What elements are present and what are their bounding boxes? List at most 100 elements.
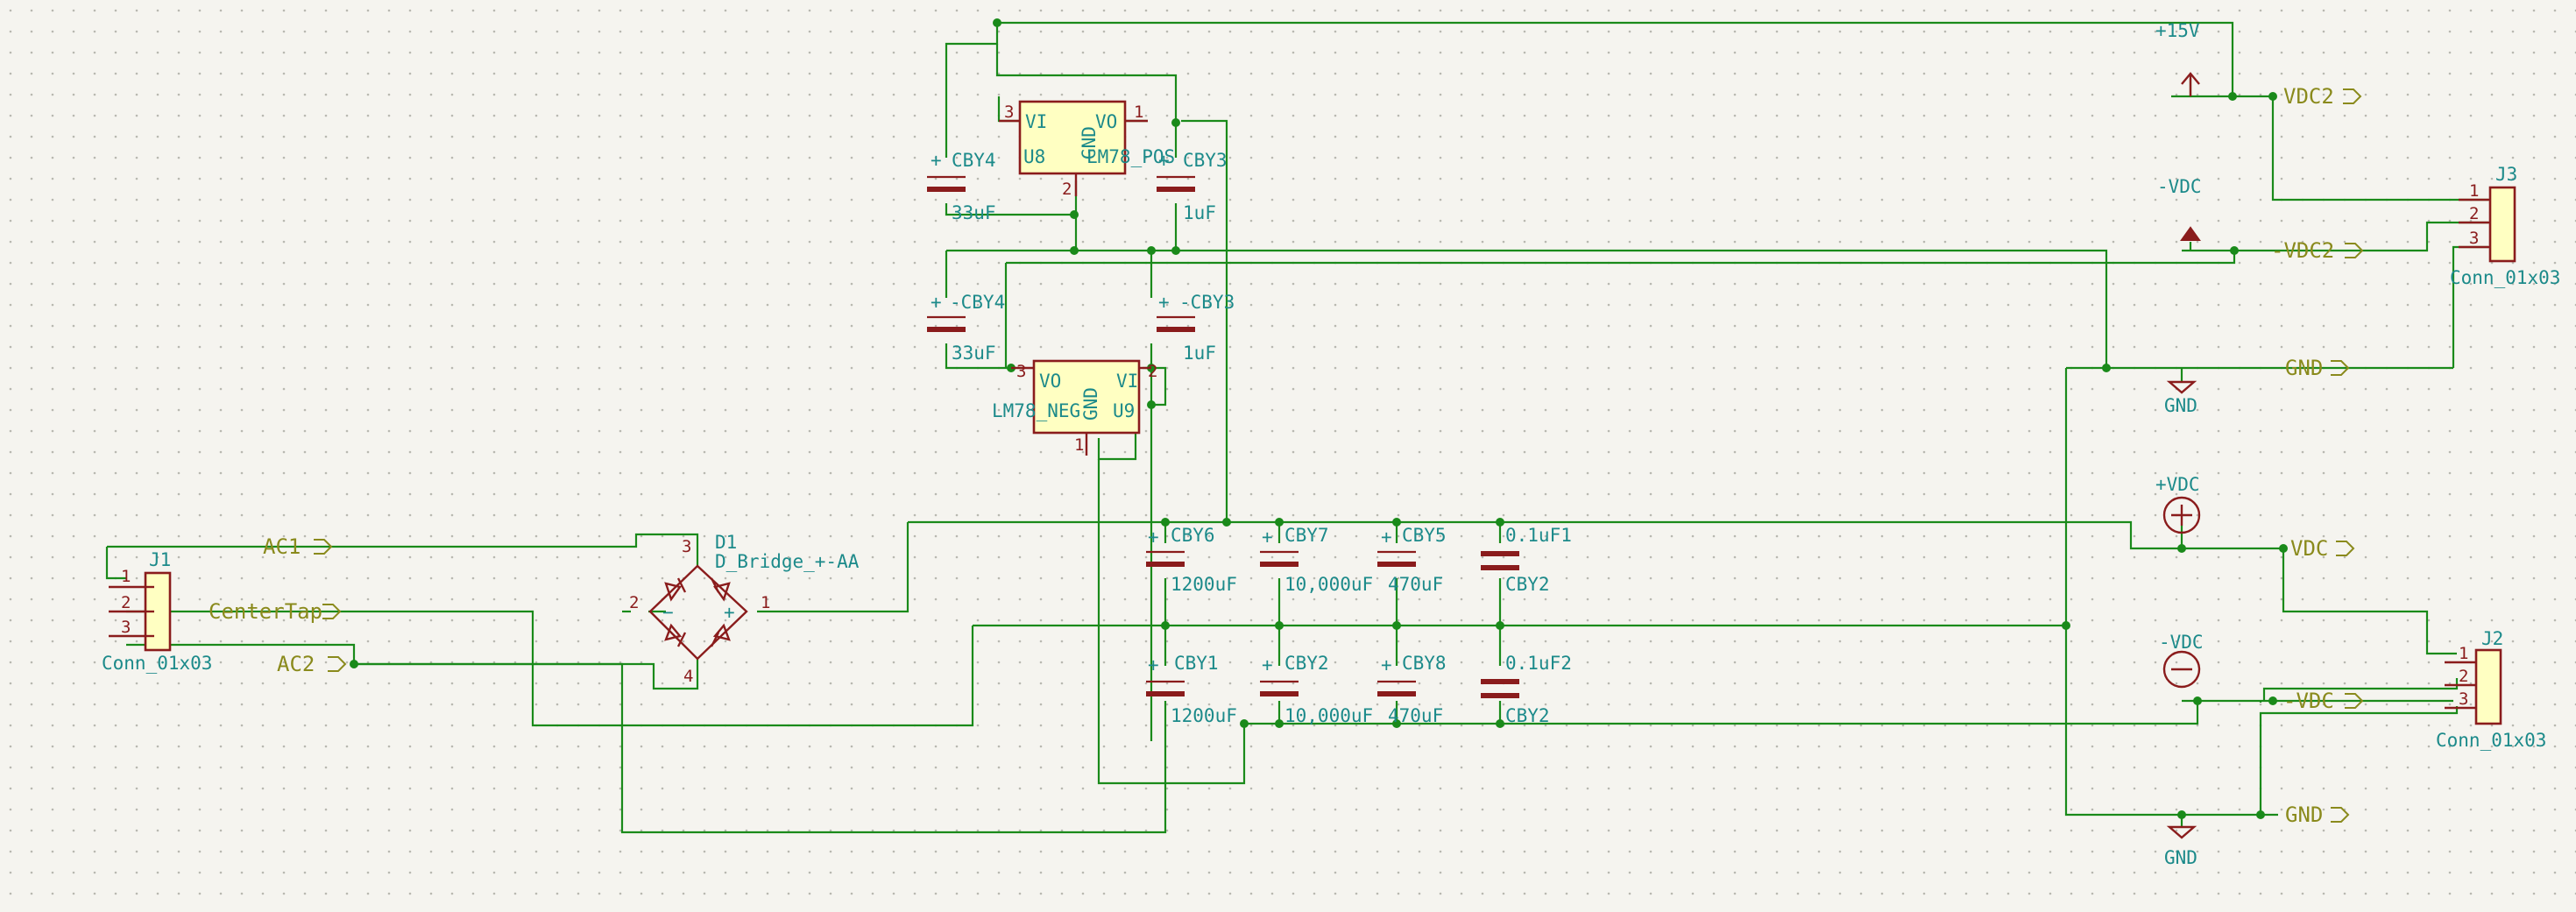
capacitor-01uf2[interactable]: 0.1uF2 CBY2	[1481, 653, 1572, 726]
gnd-bot-symbol[interactable]: GND	[2164, 825, 2197, 868]
vdc2-top-text: VDC2	[2283, 84, 2334, 109]
ncby4-ref: -CBY4	[950, 292, 1005, 313]
net-label-vdc2-top[interactable]: VDC2	[2283, 84, 2362, 109]
junctions	[350, 18, 2288, 819]
regulator-u9[interactable]: VO VI GND LM78_NEG U9 3 2 1	[992, 359, 1157, 456]
power-pvdc-symbol[interactable]: +VDC	[2155, 474, 2201, 534]
capacitor-cby5[interactable]: + CBY5 470uF	[1377, 525, 1447, 595]
u9-ref: U9	[1113, 400, 1135, 421]
ncby3-value: 1uF	[1183, 343, 1216, 364]
power-nvdc-bot-label: -VDC	[2159, 632, 2204, 653]
power-nvdc-bot-symbol[interactable]: -VDC	[2159, 632, 2204, 689]
cby2-value: 10,000uF	[1284, 705, 1373, 726]
net-label-vdc-bot[interactable]: -VDC	[2283, 689, 2364, 713]
j1-value: Conn_01x03	[102, 653, 212, 674]
c01uf2-value: CBY2	[1505, 705, 1550, 726]
cby8-value: 470uF	[1388, 705, 1443, 726]
u9-vo: VO	[1039, 371, 1061, 392]
cby2-ref: CBY2	[1284, 653, 1329, 674]
power-nvdc-top-label: -VDC	[2157, 176, 2202, 197]
c01uf2-ref: 0.1uF2	[1505, 653, 1572, 674]
power-nvdc-top-symbol[interactable]: -VDC	[2157, 176, 2202, 241]
c01uf1-value: CBY2	[1505, 574, 1550, 595]
u9-pin-3: 3	[1016, 362, 1026, 381]
cby7-plus: +	[1262, 527, 1273, 548]
cby6-value: 1200uF	[1171, 574, 1237, 595]
cby8-ref: CBY8	[1402, 653, 1447, 674]
net-label-vdc2-mid[interactable]: -VDC2	[2271, 238, 2364, 263]
cby8-plus: +	[1381, 654, 1392, 675]
capacitor-neg-cby3[interactable]: + -CBY3 1uF	[1157, 292, 1235, 364]
u8-vo: VO	[1095, 111, 1117, 132]
d1-pin-3: 3	[682, 537, 691, 556]
net-label-ac2[interactable]: AC2	[277, 652, 347, 676]
bridge-plus: +	[724, 602, 735, 623]
gnd-top-net-text: GND	[2285, 356, 2323, 380]
connector-j2[interactable]: J2 Conn_01x03 1 2 3	[2436, 628, 2546, 751]
regulator-u8[interactable]: VI VO GND U8 LM78_POS 3 1 2	[999, 100, 1175, 199]
power-15v-symbol[interactable]: +15V	[2155, 20, 2200, 96]
capacitor-neg-cby4[interactable]: + -CBY4 33uF	[927, 292, 1005, 364]
j1-pin-2: 2	[121, 593, 131, 612]
vdc2-mid-text: -VDC2	[2271, 238, 2334, 263]
capacitor-cby6[interactable]: + CBY6 1200uF	[1146, 525, 1237, 595]
capacitor-cby7[interactable]: + CBY7 10,000uF	[1260, 525, 1373, 595]
cby5-plus: +	[1381, 527, 1392, 548]
net-label-ac1[interactable]: AC1	[263, 534, 333, 559]
net-label-vdc-top[interactable]: VDC	[2290, 536, 2355, 561]
j1-pin-3: 3	[121, 618, 131, 637]
cby7-value: 10,000uF	[1284, 574, 1373, 595]
cby4-ref: CBY4	[952, 150, 996, 171]
j1-ref: J1	[149, 549, 171, 570]
cby2-plus: +	[1262, 654, 1273, 675]
u8-pin-3: 3	[1004, 103, 1014, 122]
u8-vi: VI	[1025, 111, 1047, 132]
gnd-bot-net-text: GND	[2285, 802, 2323, 827]
cby5-value: 470uF	[1388, 574, 1443, 595]
cby4-plus: +	[931, 150, 942, 171]
net-label-gnd-bot[interactable]: GND	[2285, 802, 2350, 827]
power-pvdc-label: +VDC	[2155, 474, 2200, 495]
d1-value: D_Bridge_+-AA	[715, 551, 860, 572]
j3-ref: J3	[2495, 164, 2517, 185]
d1-pin-4: 4	[683, 667, 693, 686]
gnd-top-symbol[interactable]: GND	[2164, 380, 2197, 416]
d1-ref: D1	[715, 532, 737, 553]
connector-j1[interactable]: J1 Conn_01x03 1 2 3	[102, 549, 212, 674]
centertap-text: CenterTap	[209, 599, 322, 624]
cby3-value: 1uF	[1183, 202, 1216, 223]
ncby3-plus: +	[1158, 292, 1170, 313]
capacitor-cby8[interactable]: + CBY8 470uF	[1377, 653, 1447, 726]
j3-pin-1: 1	[2469, 181, 2479, 201]
u9-value: LM78_NEG	[992, 400, 1080, 421]
ncby4-value: 33uF	[952, 343, 996, 364]
u8-value: LM78_POS	[1086, 146, 1175, 167]
net-label-centertap[interactable]: CenterTap	[209, 599, 342, 624]
bridge-rectifier-d1[interactable]: − + D1 D_Bridge_+-AA 3 2 1 4	[629, 532, 860, 686]
j3-pin-2: 2	[2469, 204, 2479, 223]
ncby4-plus: +	[931, 292, 942, 313]
power-15v-label: +15V	[2155, 20, 2200, 41]
bridge-diode-1	[664, 577, 687, 602]
cby3-ref: CBY3	[1183, 150, 1228, 171]
j2-pin-2: 2	[2459, 667, 2468, 686]
cby4-value: 33uF	[952, 202, 996, 223]
d1-pin-2: 2	[629, 593, 639, 612]
capacitor-01uf1[interactable]: 0.1uF1 CBY2	[1481, 525, 1572, 595]
u8-ref: U8	[1023, 146, 1045, 167]
u9-pin-2: 2	[1148, 362, 1157, 381]
capacitor-cby4[interactable]: + CBY4 33uF	[927, 150, 996, 223]
cby1-plus: +	[1148, 654, 1159, 675]
connector-j3[interactable]: J3 Conn_01x03 1 2 3	[2450, 164, 2560, 288]
net-label-gnd-top[interactable]: GND	[2285, 356, 2350, 380]
j3-pin-3: 3	[2469, 229, 2479, 248]
j2-pin-1: 1	[2459, 644, 2468, 663]
capacitor-cby3[interactable]: + CBY3 1uF	[1157, 150, 1228, 223]
capacitor-cby2[interactable]: + CBY2 10,000uF	[1260, 653, 1373, 726]
capacitor-cby1[interactable]: + CBY1 1200uF	[1146, 653, 1237, 726]
cby6-plus: +	[1148, 527, 1159, 548]
j2-value: Conn_01x03	[2436, 730, 2546, 751]
ac1-text: AC1	[263, 534, 301, 559]
cby5-ref: CBY5	[1402, 525, 1447, 546]
